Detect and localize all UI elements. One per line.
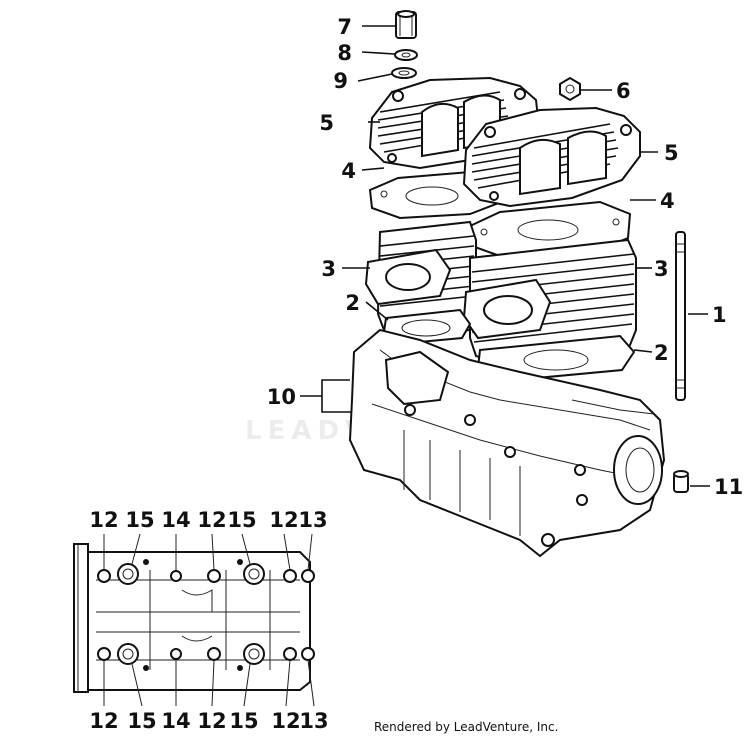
callout-1: 1 xyxy=(712,303,727,327)
cylinder-head-right xyxy=(462,106,641,208)
callout-9: 9 xyxy=(333,69,348,93)
callout-10: 10 xyxy=(267,385,296,409)
callout-top-12-a: 12 xyxy=(89,508,118,532)
callout-4-left: 4 xyxy=(341,159,356,183)
callout-5-right: 5 xyxy=(664,141,679,165)
stud-part-1 xyxy=(675,231,686,401)
callout-top-14: 14 xyxy=(161,508,190,532)
callout-bottom-15-a: 15 xyxy=(127,709,156,733)
cylinder-left xyxy=(364,220,477,340)
callout-bottom-14: 14 xyxy=(161,709,190,733)
callout-bottom-15-b: 15 xyxy=(229,709,258,733)
cylinder-right xyxy=(462,238,637,366)
callout-bottom-12-c: 12 xyxy=(271,709,300,733)
washer-part-8 xyxy=(394,49,418,61)
callout-top-15-b: 15 xyxy=(227,508,256,532)
bottom-view-leaders xyxy=(103,533,315,707)
dowel-part-11 xyxy=(673,470,689,493)
nut-part-6 xyxy=(559,76,581,102)
callout-2-right: 2 xyxy=(654,341,669,365)
nut-part-7 xyxy=(395,10,417,39)
callout-bottom-12-b: 12 xyxy=(197,709,226,733)
callout-bottom-12-a: 12 xyxy=(89,709,118,733)
callout-5-left: 5 xyxy=(319,111,334,135)
callout-top-13: 13 xyxy=(298,508,327,532)
callout-top-12-b: 12 xyxy=(197,508,226,532)
callout-7: 7 xyxy=(337,15,352,39)
callout-4-right: 4 xyxy=(660,189,675,213)
callout-3-left: 3 xyxy=(321,257,336,281)
callout-8: 8 xyxy=(337,41,352,65)
callout-6: 6 xyxy=(616,79,631,103)
callout-2-left: 2 xyxy=(345,291,360,315)
crankcase-bottom-view xyxy=(73,543,315,693)
credit-text: Rendered by LeadVenture, Inc. xyxy=(374,720,559,734)
crankcase xyxy=(348,328,666,558)
head-gasket-right xyxy=(468,200,632,258)
callout-top-15-a: 15 xyxy=(125,508,154,532)
washer-part-9 xyxy=(391,67,417,79)
callout-bottom-13: 13 xyxy=(299,709,328,733)
callout-top-12-c: 12 xyxy=(269,508,298,532)
callout-11: 11 xyxy=(714,475,743,499)
callout-3-right: 3 xyxy=(654,257,669,281)
